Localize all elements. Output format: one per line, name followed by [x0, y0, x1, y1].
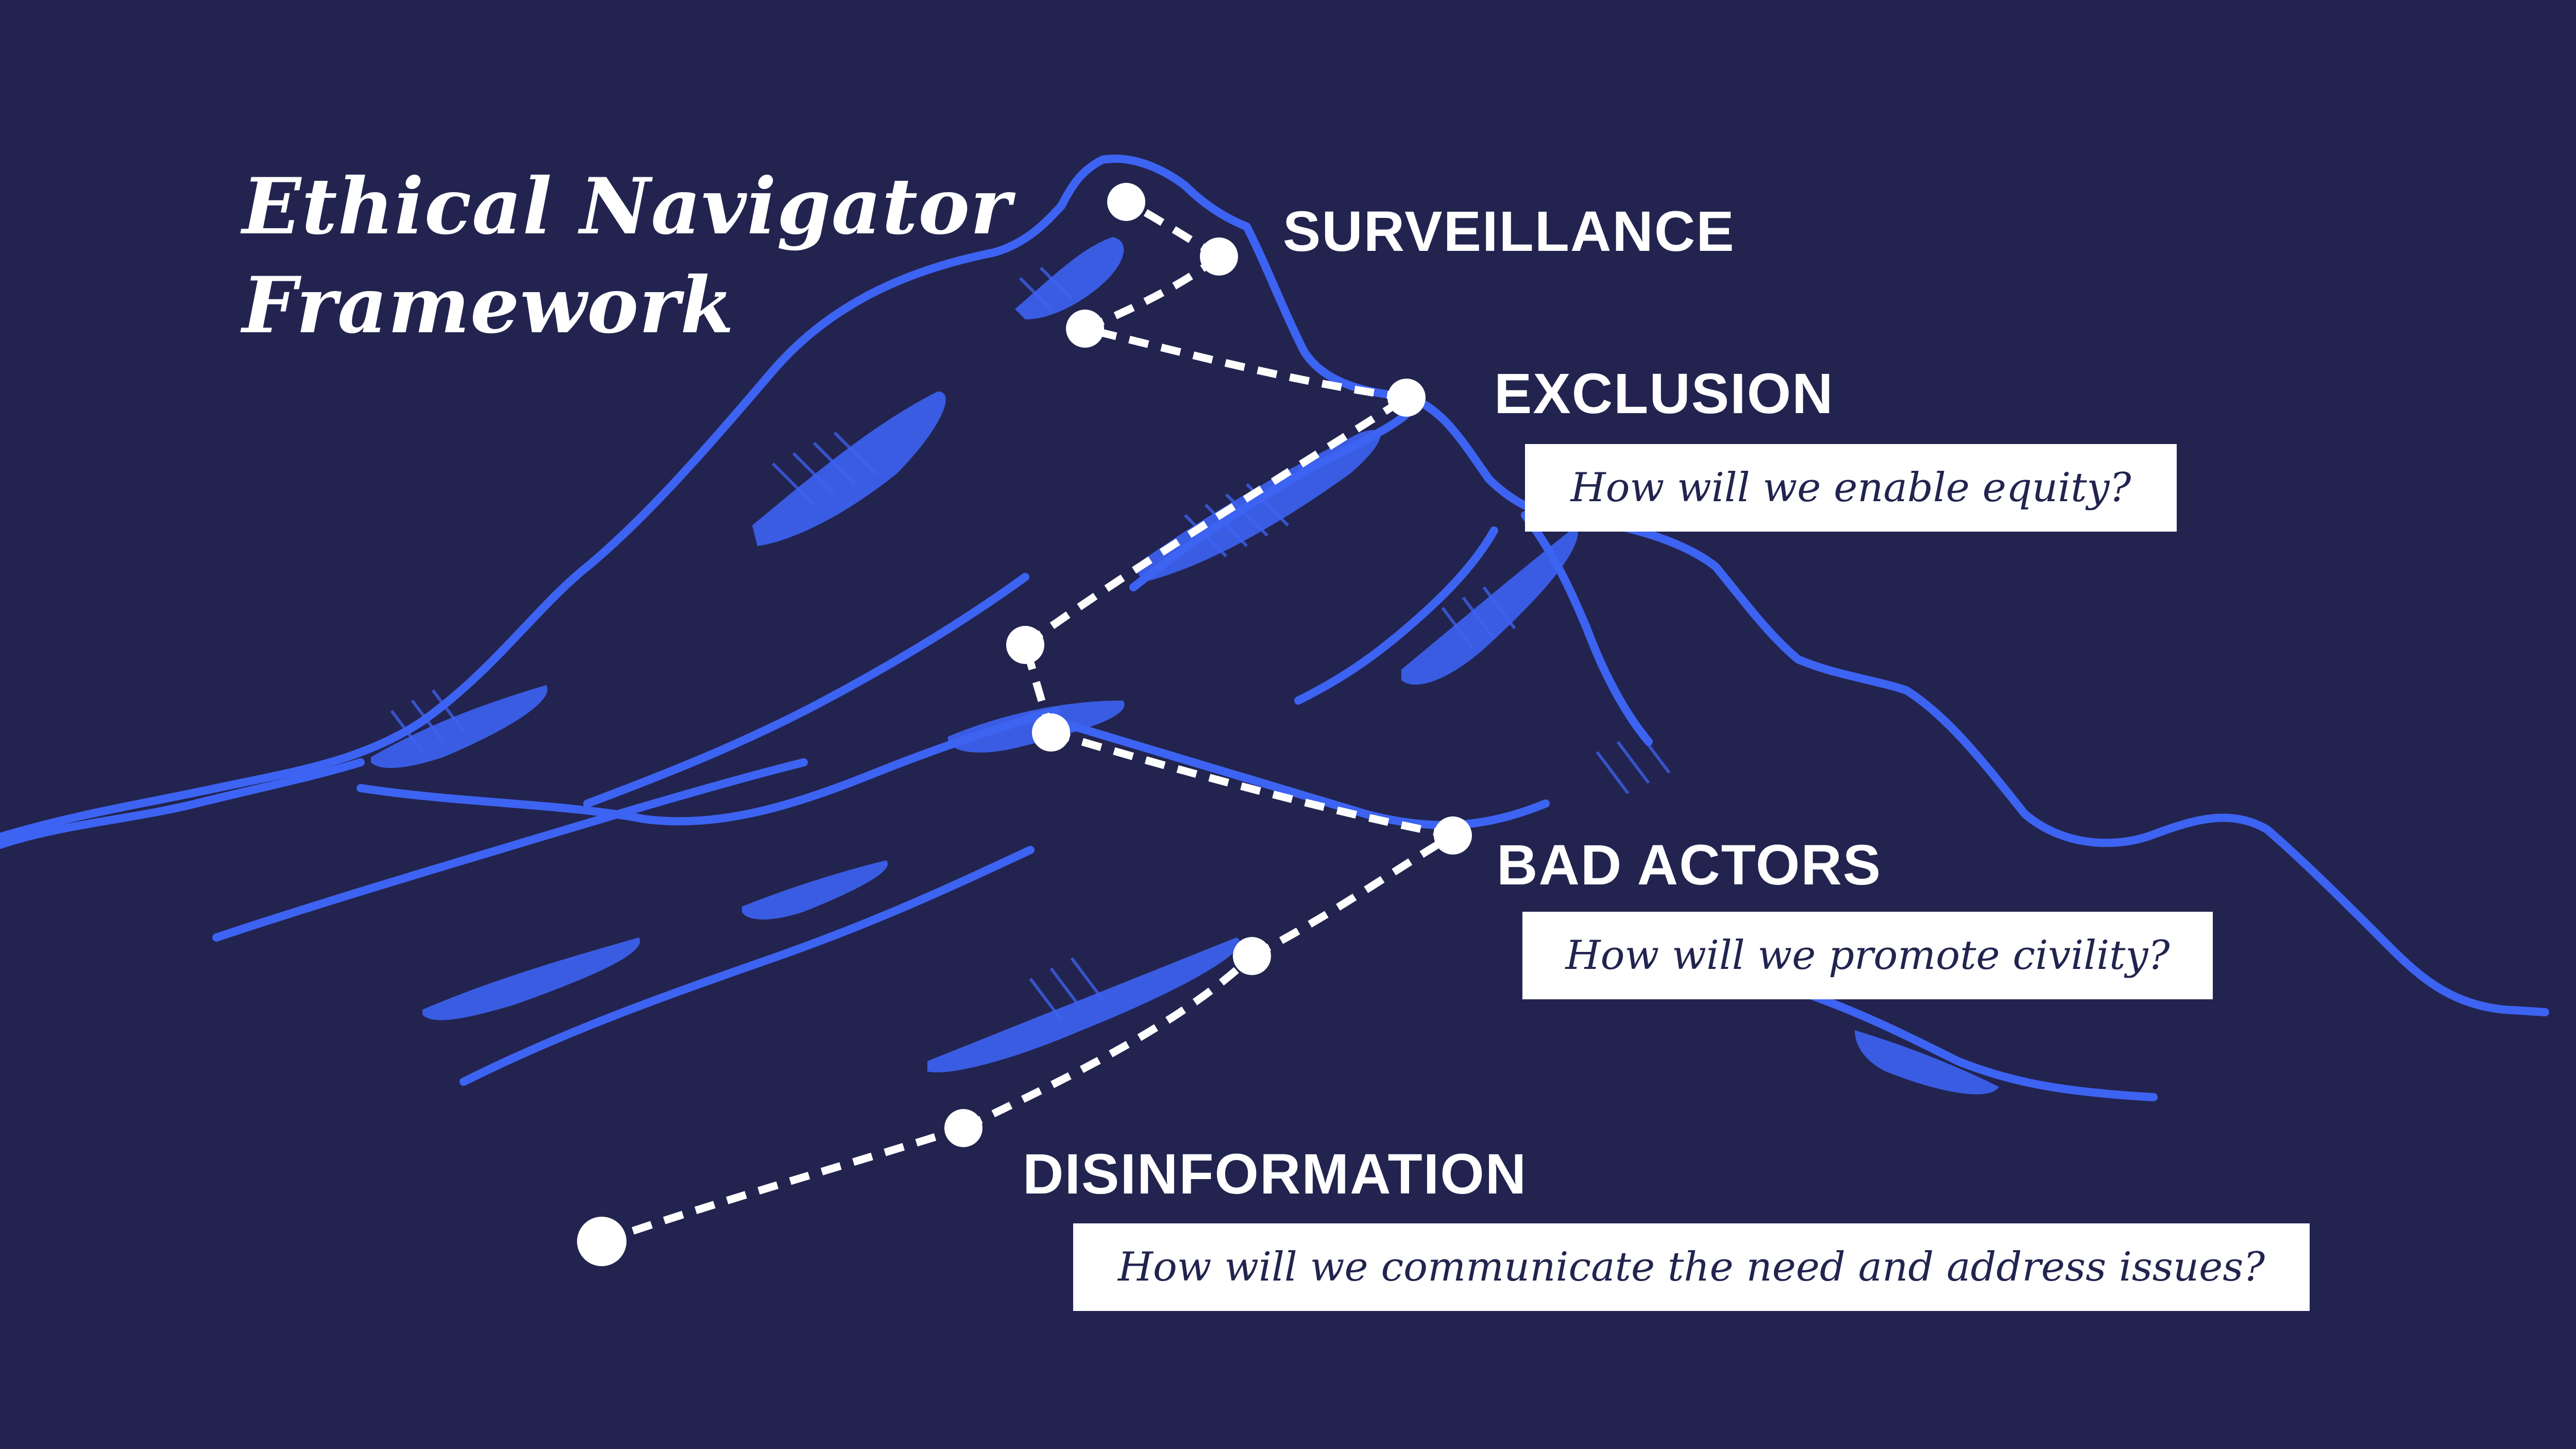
question-box-bad-actors: How will we promote civility?: [1522, 912, 2213, 999]
foot-shade: [1855, 1030, 1999, 1095]
waypoint-disinformation-dot: [944, 1109, 982, 1147]
lower-ridge-3: [460, 846, 1035, 1086]
waypoint-mid-dot: [1006, 626, 1044, 664]
peak-shade: [1015, 237, 1124, 319]
hatch-4: [390, 689, 465, 753]
right-slope: [1521, 511, 1653, 746]
inner-ridge-3: [1294, 526, 1498, 705]
snow-shade: [742, 860, 888, 919]
waypoint-traverse-dot: [1032, 713, 1070, 752]
inner-ridge: [583, 573, 1029, 808]
question-disinformation: How will we communicate the need and add…: [1117, 1244, 2265, 1290]
mid-face-shade: [1133, 430, 1381, 582]
lower-ridge-2: [212, 758, 808, 942]
hatch-7: [1019, 266, 1073, 311]
right-foot: [1789, 985, 2158, 1101]
route-disinformation-segment: [600, 1124, 965, 1246]
label-surveillance: SURVEILLANCE: [1283, 200, 1735, 263]
hatch-6: [1596, 730, 1671, 794]
hatch-1: [771, 431, 877, 506]
hatch-5: [1029, 957, 1104, 1021]
right-spur: [1052, 717, 1550, 829]
route-bad-actors-segment: [1250, 832, 1455, 960]
diagram-title: Ethical Navigator Framework: [242, 157, 1011, 355]
title-line-2: Framework: [242, 260, 735, 351]
title-line-1: Ethical Navigator: [242, 161, 1012, 252]
hatch-2: [1183, 483, 1290, 558]
label-disinformation: DISINFORMATION: [1023, 1143, 1528, 1206]
hatch-3: [1441, 586, 1516, 650]
question-box-exclusion: How will we enable equity?: [1525, 444, 2177, 532]
question-bad-actors: How will we promote civility?: [1565, 932, 2170, 979]
label-bad-actors: BAD ACTORS: [1497, 833, 1882, 897]
waypoint-exclusion-dot: [1387, 379, 1426, 417]
main-ridge-outline: [0, 155, 2549, 1016]
question-box-disinformation: How will we communicate the need and add…: [1073, 1223, 2310, 1311]
upper-face-shade: [752, 391, 946, 546]
right-face-shade: [1401, 525, 1578, 685]
waypoint-upper-dot: [1066, 310, 1104, 348]
label-exclusion: EXCLUSION: [1494, 362, 1834, 425]
waypoint-surveillance-dot: [1200, 237, 1238, 276]
route-traverse-segment: [1049, 728, 1454, 840]
route-ridge-segment: [1084, 325, 1408, 402]
left-foothill: [0, 758, 365, 849]
waypoint-start-dot: [577, 1217, 626, 1266]
waypoint-summit-dot: [1107, 183, 1145, 221]
waypoint-lower-dot: [1233, 937, 1271, 975]
question-exclusion: How will we enable equity?: [1570, 465, 2131, 511]
route-climb-segment: [1023, 394, 1409, 649]
slope-shade: [422, 937, 640, 1020]
route-lower-segment: [961, 953, 1255, 1132]
waypoint-bad-actors-dot: [1434, 816, 1472, 855]
lower-face-shade: [927, 937, 1240, 1072]
